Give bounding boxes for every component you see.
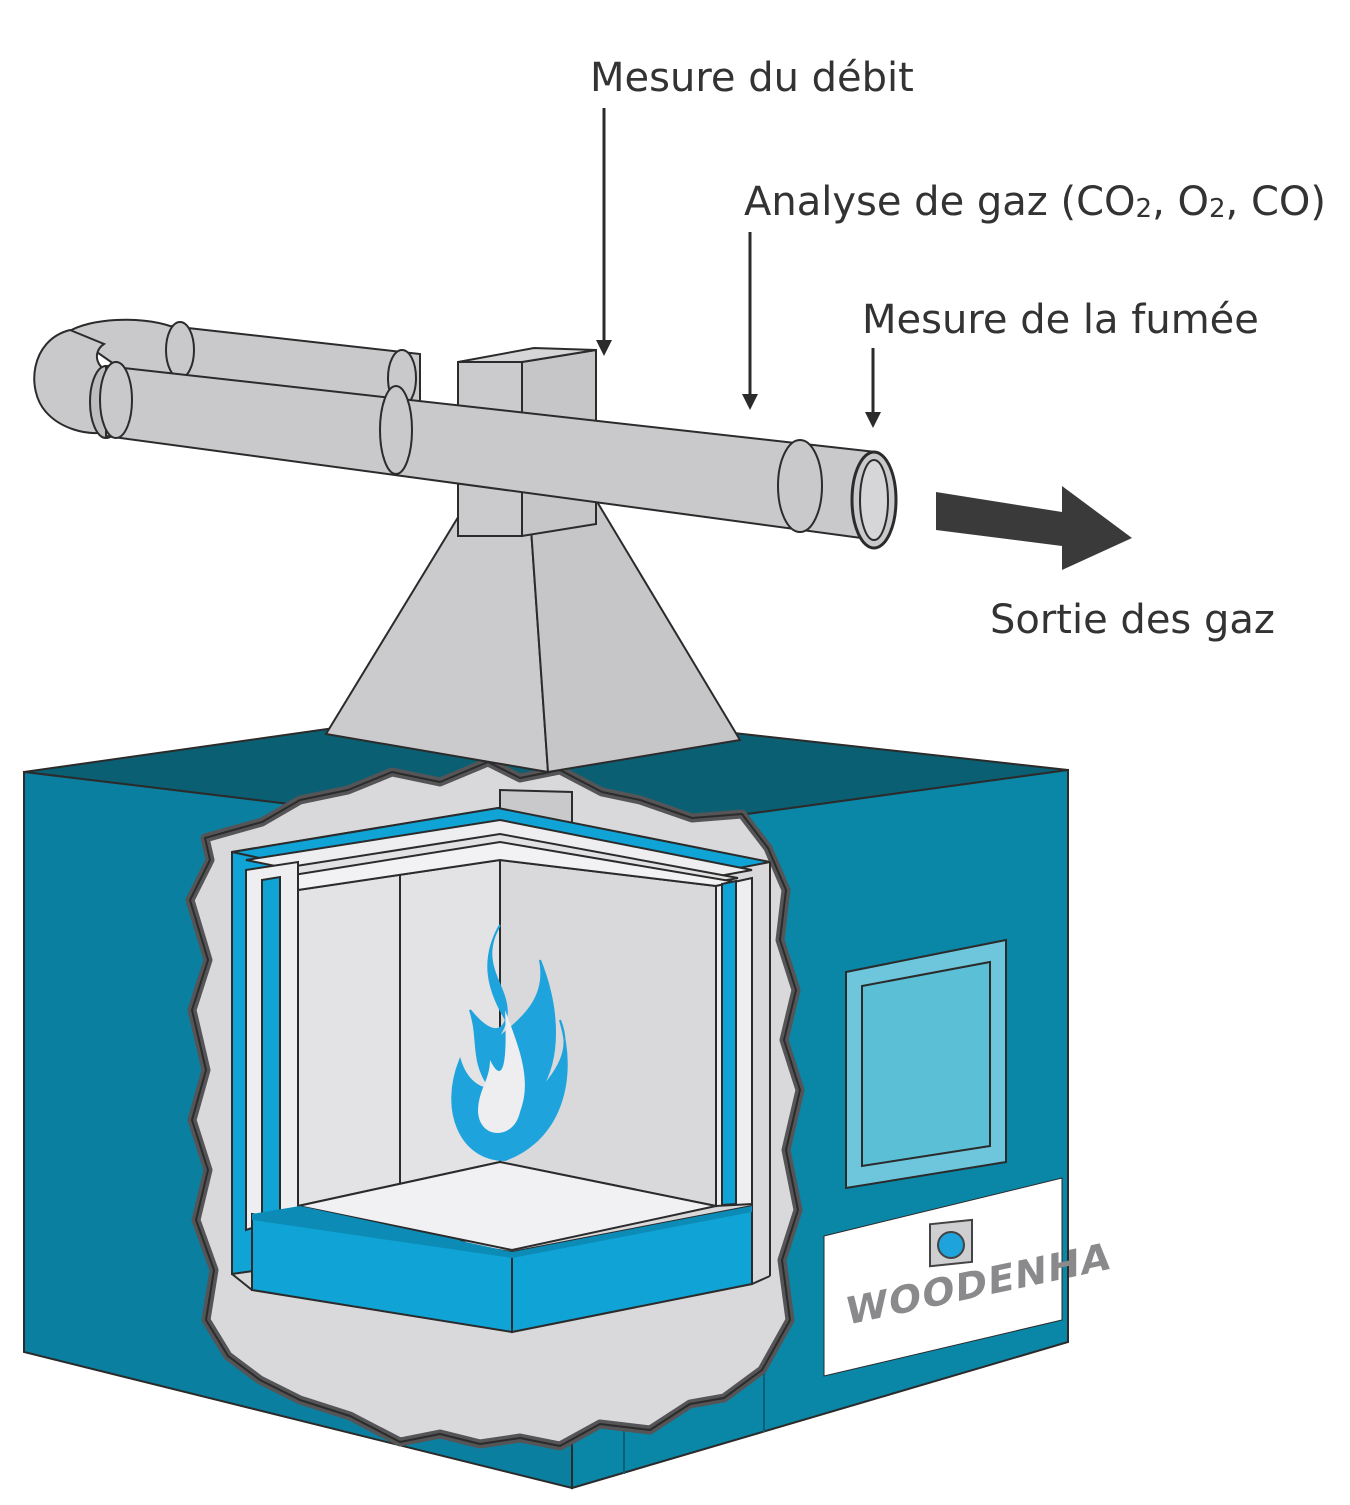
logo-mark bbox=[937, 1231, 965, 1259]
pointer-arrows bbox=[596, 108, 881, 428]
hood-left-face bbox=[324, 513, 550, 774]
flow-measurement-label: Mesure du débit bbox=[590, 55, 914, 101]
hood-right-face bbox=[528, 498, 742, 774]
duct-system bbox=[33, 318, 898, 550]
side-window bbox=[845, 938, 1007, 1190]
flame-icon bbox=[451, 924, 568, 1162]
smoke-measurement-label: Mesure de la fumée bbox=[862, 297, 1259, 343]
exhaust-label: Sortie des gaz bbox=[990, 597, 1275, 643]
logo-panel bbox=[823, 1177, 1063, 1377]
exhaust-arrow bbox=[936, 486, 1132, 570]
gas-analysis-label: Analyse de gaz (CO2, O2, CO) bbox=[744, 179, 1326, 225]
